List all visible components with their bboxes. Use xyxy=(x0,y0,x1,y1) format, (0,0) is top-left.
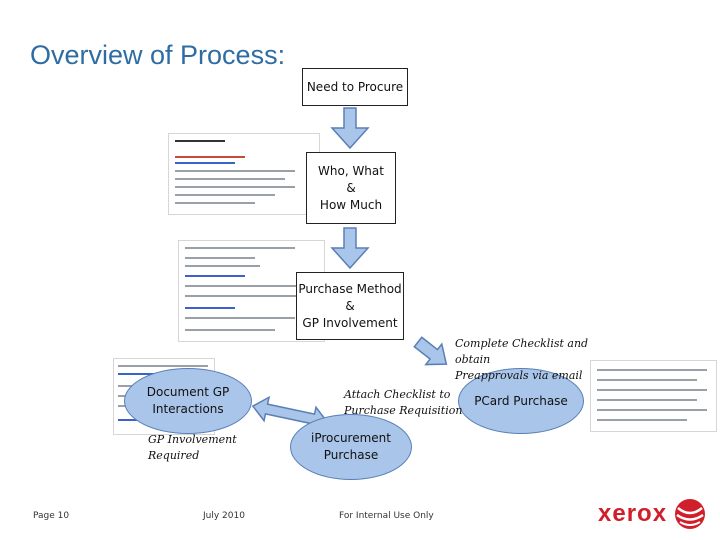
checklist-note-line1: Complete Checklist and obtain xyxy=(455,337,589,366)
step-purchase-method: Purchase Method & GP Involvement xyxy=(296,272,404,340)
step-need-label: Need to Procure xyxy=(306,79,404,94)
step-method-line3: GP Involvement xyxy=(302,315,398,330)
step-who-line3: How Much xyxy=(319,197,383,212)
footer-date: July 2010 xyxy=(203,511,245,521)
pcard-label: PCard Purchase xyxy=(474,393,568,408)
page-number: Page 10 xyxy=(33,511,70,521)
step-need-to-procure: Need to Procure xyxy=(302,68,408,106)
footer-classification: For Internal Use Only xyxy=(339,511,434,521)
step-who-line2: & xyxy=(346,180,356,195)
iprocurement-line2: Purchase xyxy=(323,448,379,462)
document-gp-line1: Document GP xyxy=(146,385,230,399)
pcard-thumbnail xyxy=(590,360,717,432)
xerox-ball-icon xyxy=(675,499,705,529)
checklist-thumbnail xyxy=(168,133,320,215)
gp-required-label: GP Involvement Required xyxy=(148,433,237,462)
down-arrow-icon xyxy=(330,227,370,270)
diagonal-arrow-icon xyxy=(413,336,448,366)
attach-note: Attach Checklist to Purchase Requisition xyxy=(344,387,464,419)
logo-wordmark: xerox xyxy=(598,500,668,527)
step-method-line2: & xyxy=(345,298,355,313)
iprocurement-ellipse: iProcurement Purchase xyxy=(290,414,412,480)
attach-note-line2: Purchase Requisition xyxy=(344,404,463,417)
pcard-ellipse: PCard Purchase xyxy=(458,368,584,434)
step-who-what-how-much: Who, What & How Much xyxy=(306,152,396,224)
document-gp-line2: Interactions xyxy=(152,402,224,416)
iprocurement-line1: iProcurement xyxy=(310,431,391,445)
xerox-logo: xerox xyxy=(598,494,710,534)
document-gp-ellipse: Document GP Interactions xyxy=(124,368,252,434)
attach-note-line1: Attach Checklist to xyxy=(344,388,451,401)
down-arrow-icon xyxy=(330,107,370,150)
step-who-line1: Who, What xyxy=(318,163,384,178)
step-method-line1: Purchase Method xyxy=(298,281,402,296)
checklist-note: Complete Checklist and obtain Preapprova… xyxy=(455,336,625,384)
checklist-note-line2: Preapprovals via email xyxy=(455,369,583,382)
gp-required-note: GP Involvement Required xyxy=(148,432,288,464)
slide-title: Overview of Process: xyxy=(30,40,286,70)
